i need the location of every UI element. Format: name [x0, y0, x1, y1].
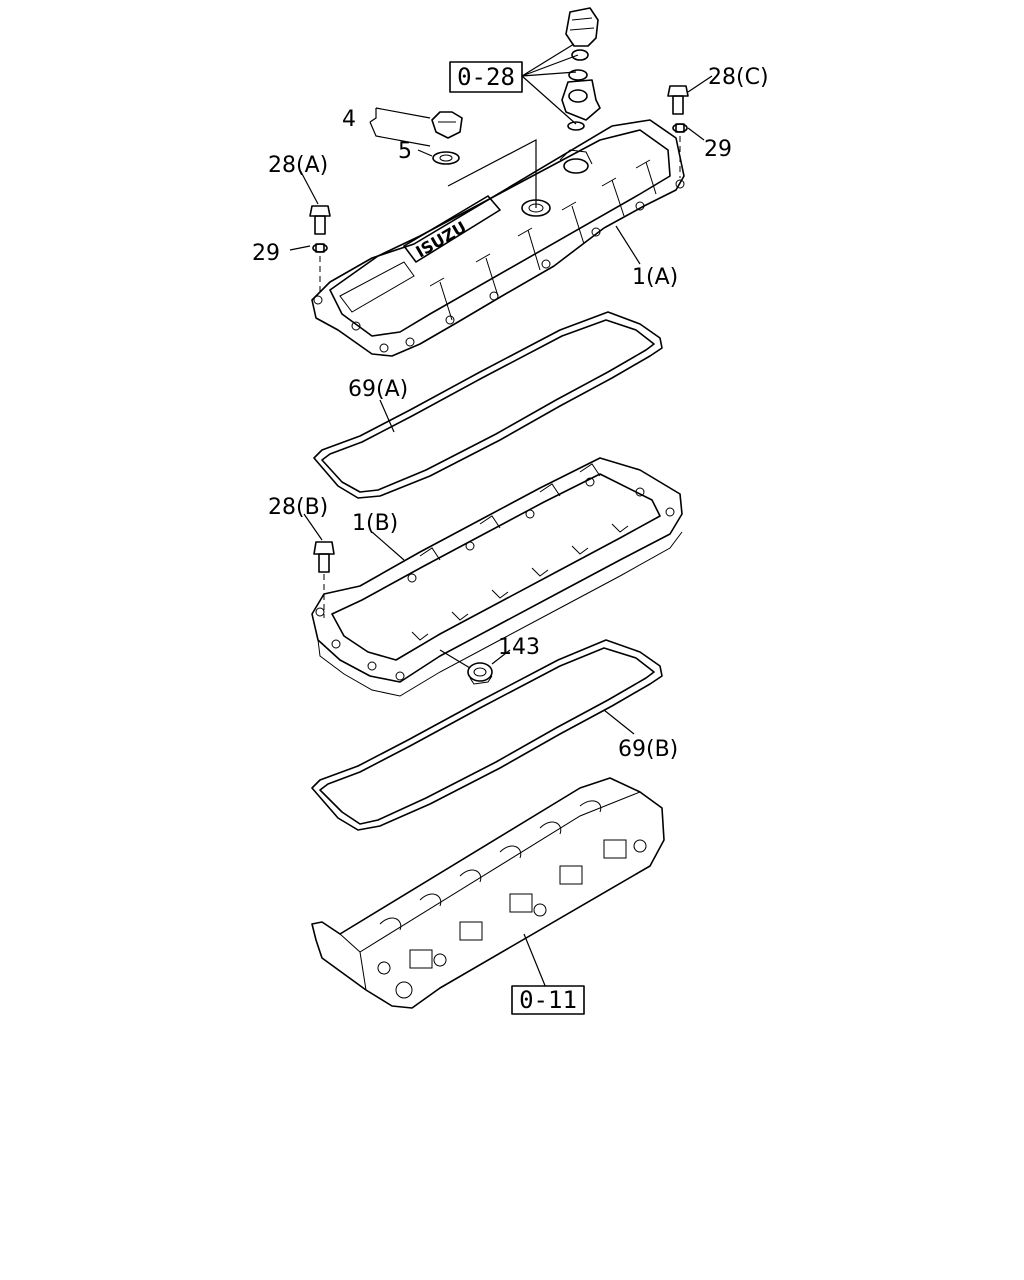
cylinder-head	[311, 777, 665, 1009]
washer-29-right	[672, 123, 688, 133]
label-1a: 1(A)	[632, 265, 678, 290]
ref-label-0-11: 0-11	[519, 986, 577, 1014]
washer-29-left	[312, 243, 328, 253]
label-4: 4	[342, 107, 356, 132]
ref-label-0-28: 0-28	[457, 63, 515, 91]
label-69b: 69(B)	[618, 737, 678, 762]
label-28c: 28(C)	[708, 65, 769, 90]
label-28b: 28(B)	[268, 495, 328, 520]
gasket-5	[432, 151, 460, 165]
label-69a: 69(A)	[348, 377, 408, 402]
seal-143	[467, 662, 493, 685]
head-cover-1b	[311, 457, 683, 697]
label-143: 143	[498, 635, 540, 660]
gasket-69b	[311, 639, 663, 831]
breather-hose-assembly	[561, 7, 601, 131]
ref-box-0-11[interactable]: 0-11	[511, 985, 585, 1015]
label-29-right: 29	[704, 137, 732, 162]
oil-filler-cap-4	[431, 111, 463, 139]
label-29-left: 29	[252, 241, 280, 266]
label-28a: 28(A)	[268, 153, 328, 178]
head-cover-1a: ISUZU	[311, 119, 685, 357]
bolt-28b	[313, 541, 335, 573]
gasket-69a	[313, 311, 663, 499]
label-1b: 1(B)	[352, 511, 398, 536]
bolt-28a	[309, 205, 331, 235]
ref-box-0-28[interactable]: 0-28	[449, 61, 523, 93]
bolt-28c	[667, 85, 689, 115]
label-5: 5	[398, 139, 412, 164]
